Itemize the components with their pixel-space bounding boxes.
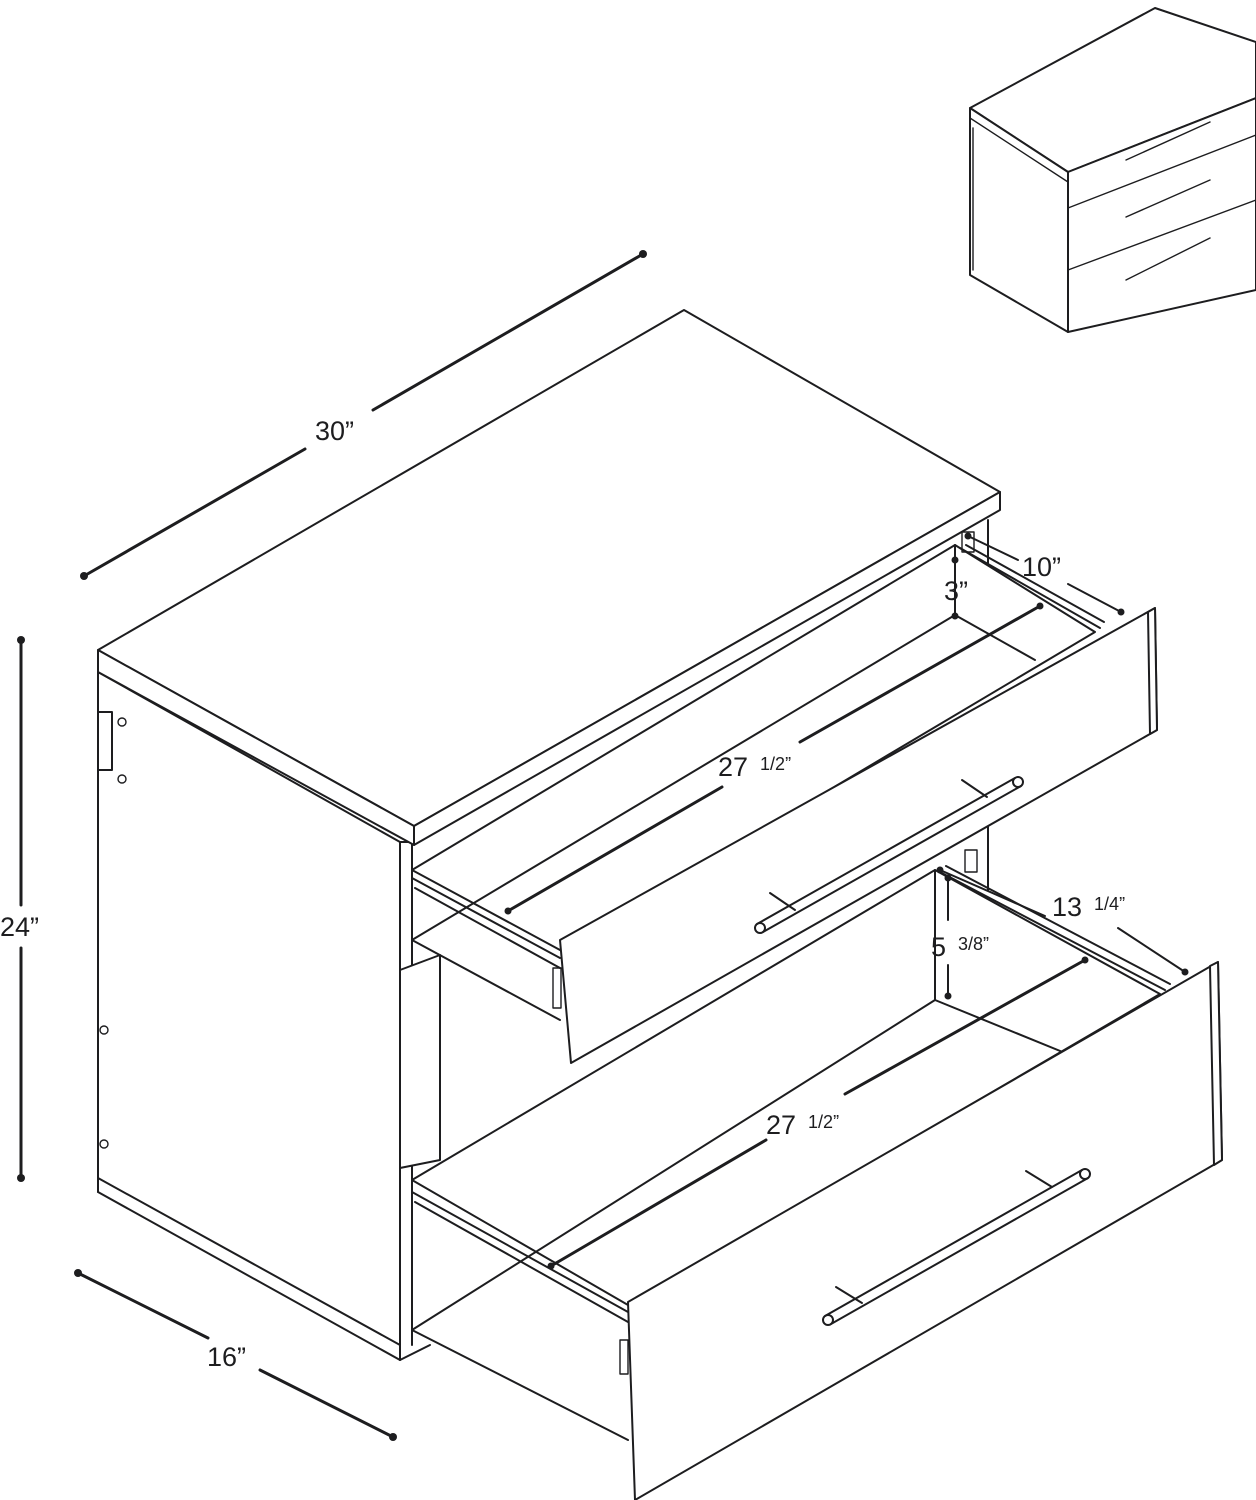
dimension-depth-label: 16”	[207, 1342, 246, 1372]
top-drawer	[411, 531, 1158, 1064]
dimension-height: 24”	[0, 636, 39, 1182]
dimension-bottom-drawer-height-label: 5 3/8”	[931, 932, 989, 962]
dimension-bottom-drawer-height: 5 3/8”	[931, 874, 989, 1000]
dimension-height-label: 24”	[0, 912, 39, 942]
dimension-bottom-drawer-width-label: 13 1/4”	[1052, 892, 1125, 922]
dimension-top-drawer-width-label: 10”	[1022, 552, 1061, 582]
dimension-top-drawer-depth-label: 27 1/2”	[718, 752, 791, 782]
dimension-width-label: 30”	[315, 416, 354, 446]
dimension-bottom-drawer-depth: 27 1/2”	[547, 956, 1089, 1270]
dimension-top-drawer-width: 10”	[964, 532, 1125, 616]
top-drawer-handle	[754, 776, 1024, 934]
bottom-drawer	[411, 849, 1223, 1500]
dimension-bottom-drawer-width: 13 1/4”	[936, 866, 1189, 976]
dimension-top-drawer-height-label: 3”	[944, 576, 968, 606]
dimension-top-drawer-depth: 27 1/2”	[504, 602, 1044, 915]
dimension-bottom-drawer-depth-label: 27 1/2”	[766, 1110, 839, 1140]
dimension-top-drawer-height: 3”	[944, 556, 968, 620]
main-cabinet	[97, 309, 1001, 1361]
dimension-depth: 16”	[74, 1269, 397, 1441]
bottom-drawer-handle	[822, 1168, 1091, 1326]
dimension-width: 30”	[80, 250, 647, 580]
thumbnail-closed-cabinet	[969, 7, 1256, 333]
